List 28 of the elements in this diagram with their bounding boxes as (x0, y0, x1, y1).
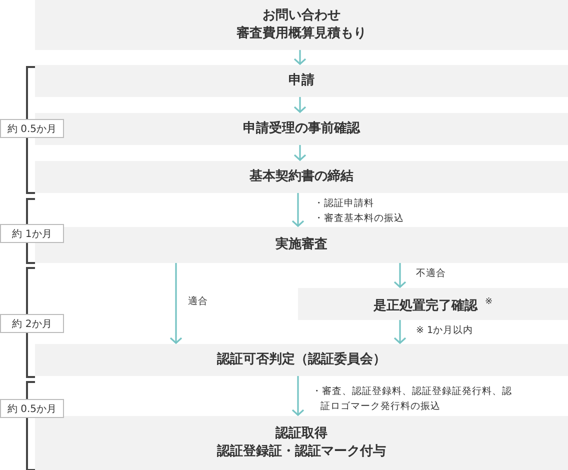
arrow (294, 50, 306, 65)
process-box (298, 288, 568, 320)
step-text: 申請受理の事前確認 (243, 120, 360, 138)
duration-label: 約 0.5か月 (0, 399, 64, 418)
process-box (35, 416, 568, 470)
step-text: 認証登録証・認証マーク付与 (217, 443, 386, 461)
process-box (35, 0, 568, 50)
step-text: 基本契約書の締結 (250, 168, 354, 186)
step-text: 認証取得 (276, 425, 328, 443)
arrow (292, 376, 304, 416)
duration-label: 約 1か月 (0, 224, 64, 243)
step-text: 是正処置完了確認 $^{※}$ (373, 296, 493, 316)
process-box (35, 65, 568, 97)
process-box (35, 161, 568, 193)
step-text: 認証可否判定（認証委員会） (217, 351, 386, 369)
step-text: 審査費用概算見積もり (236, 25, 366, 43)
process-box (35, 344, 568, 376)
step-text: 実施審査 (276, 236, 328, 254)
arrow (292, 193, 304, 227)
arrow (294, 145, 306, 161)
step-text: お問い合わせ (262, 7, 340, 25)
arrow (394, 263, 406, 288)
arrow (394, 320, 406, 344)
duration-label: 約 0.5か月 (0, 119, 64, 138)
arrow (294, 97, 306, 113)
step-text: 申請 (288, 72, 314, 90)
duration-label: 約 2か月 (0, 314, 64, 333)
arrow (170, 263, 182, 344)
